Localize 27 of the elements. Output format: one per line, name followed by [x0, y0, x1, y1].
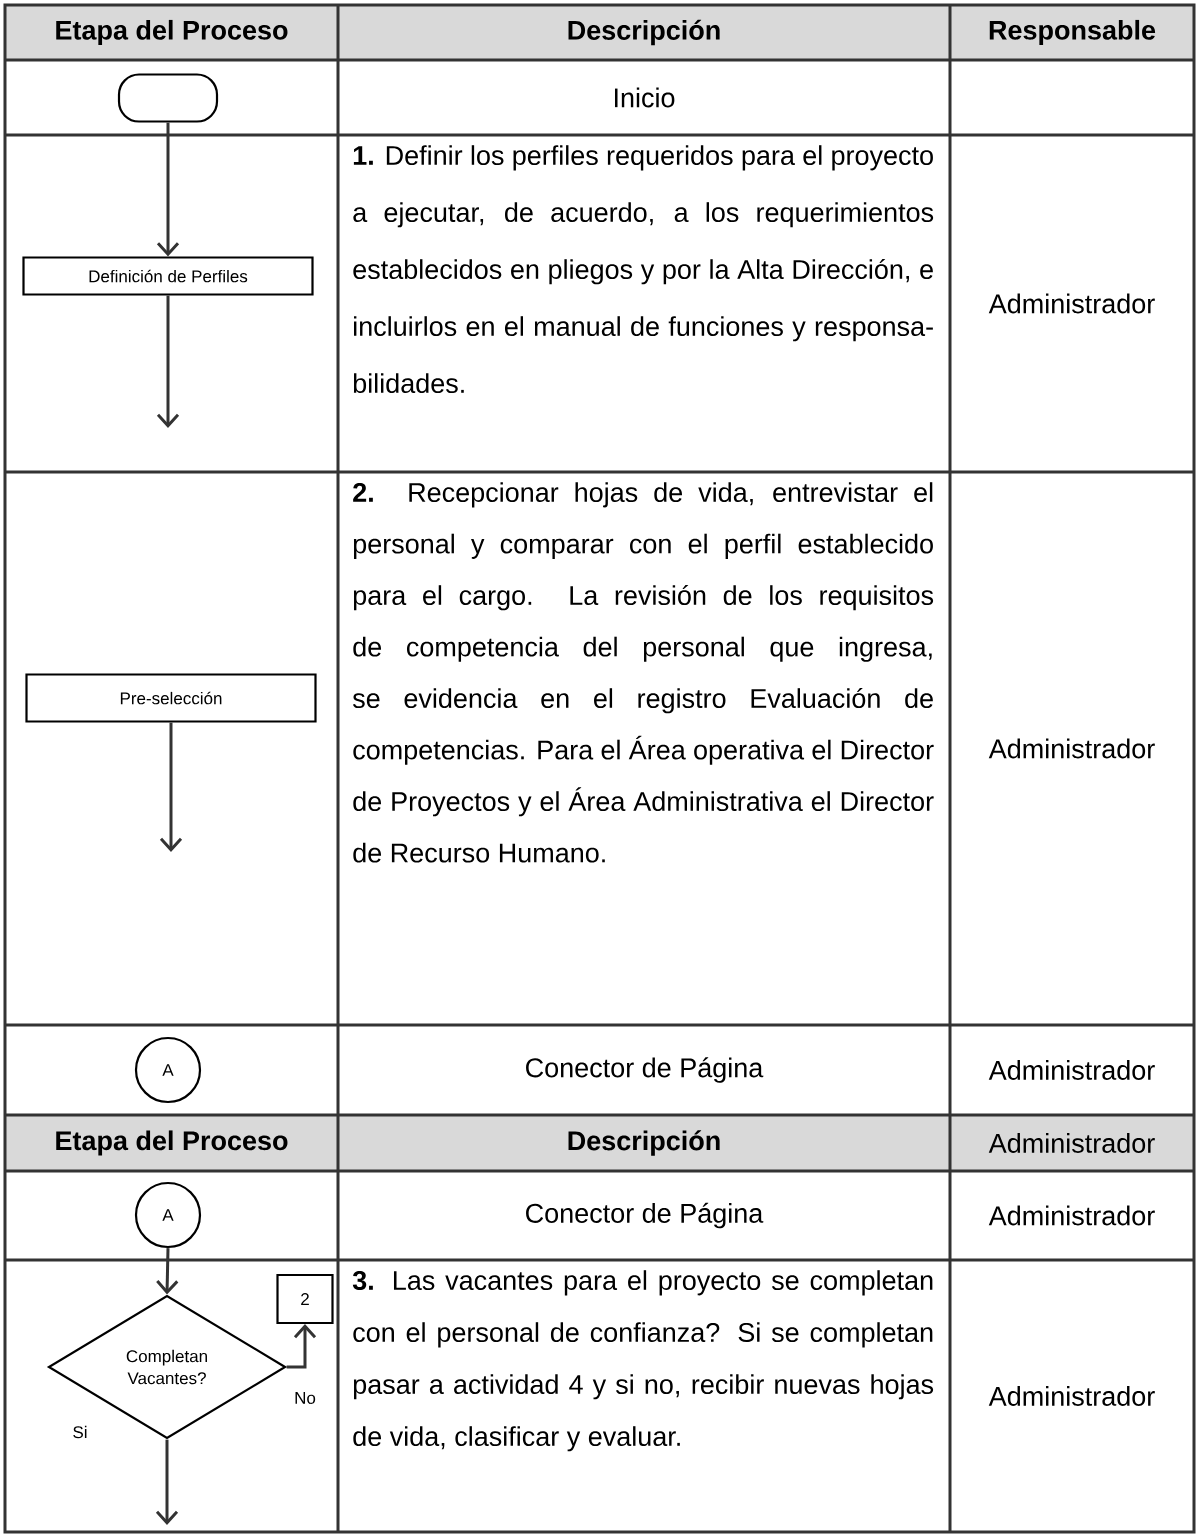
arrow	[286, 1324, 317, 1369]
header-cell: Responsable	[950, 5, 1194, 60]
arrow	[155, 1439, 179, 1525]
arrow	[156, 1248, 179, 1295]
arrow	[159, 722, 183, 852]
process-box: Pre-selección	[25, 673, 317, 723]
edge-label: Si	[71, 1424, 89, 1440]
cell-text: Conector de Página	[526, 1202, 764, 1229]
cell-text: Administrador	[988, 738, 1155, 759]
edge-label: No	[293, 1391, 317, 1405]
description-text: 2. Recepcionar hojas de vida, entrevistar el personal y comparar con el perfil establecido para el cargo. La revisión de los requisitos de competencia del personal que ingresa, se evidencia en el registro Evaluación de competencias. Para el Área operativa el Director de Proyectos y el Área Administrativa el Director de Recurso Humano.	[352, 482, 934, 863]
cell-text: Conector de Página	[526, 1057, 764, 1083]
header-cell: Etapa del Proceso	[5, 5, 338, 60]
arrow	[156, 295, 180, 428]
cell-text: Administrador	[988, 1386, 1155, 1406]
header-cell: Administrador	[950, 1115, 1194, 1171]
process-box: Definición de Perfiles	[22, 256, 314, 296]
process-box: 2	[276, 1273, 334, 1325]
terminal-shape	[117, 73, 219, 123]
cell-text: Administrador	[988, 1060, 1155, 1080]
header-cell: Etapa del Proceso	[5, 1115, 338, 1171]
description-text: 3. Las vacantes para el proyecto se completan con el personal de confianza? Si se completan pasar a actividad 4 y si no, recibir nuevas hojas de vida, clasificar y evaluar.	[352, 1270, 934, 1452]
arrow	[156, 122, 180, 257]
cell-text: Inicio	[615, 87, 675, 108]
cell-text: Administrador	[988, 1205, 1155, 1226]
cell-text: Administrador	[988, 293, 1155, 314]
description-text: 1. Definir los perfiles requeridos para el proyecto a ejecutar, de acuerdo, a los requerimientos establecidos en pliegos y por la Alta Dirección, e incluirlos en el manual de funciones y responsa-bilidades.	[353, 145, 934, 394]
